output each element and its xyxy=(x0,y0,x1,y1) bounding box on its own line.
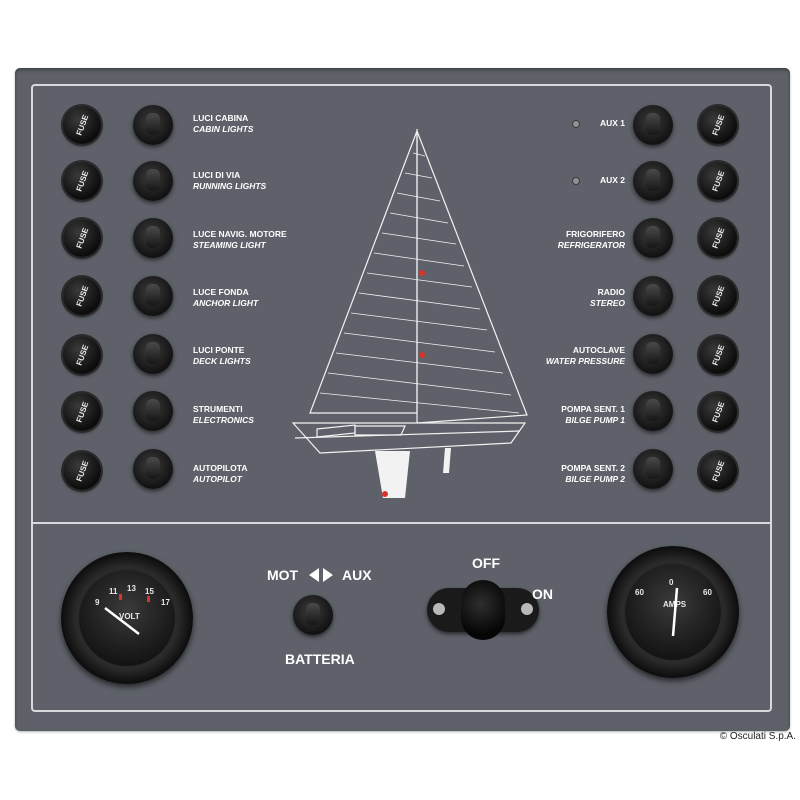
main-switch-knob[interactable] xyxy=(461,580,505,640)
fuse-holder[interactable]: FUSE xyxy=(699,452,737,490)
toggle-switch-aux2[interactable] xyxy=(633,161,673,201)
fuse-holder[interactable]: FUSE xyxy=(63,393,101,431)
ammeter-face xyxy=(625,564,721,660)
label-aux1: AUX 1 xyxy=(599,118,625,128)
fuse-holder[interactable]: FUSE xyxy=(63,162,101,200)
amp-tick-0: 0 xyxy=(669,578,674,587)
volt-tick-11: 11 xyxy=(109,587,118,596)
toggle-switch-running-lights[interactable] xyxy=(133,161,173,201)
fuse-holder[interactable]: FUSE xyxy=(699,277,737,315)
toggle-switch-anchor-light[interactable] xyxy=(133,276,173,316)
screw-icon xyxy=(521,603,533,615)
panel-divider xyxy=(31,522,772,524)
fuse-holder[interactable]: FUSE xyxy=(63,336,101,374)
toggle-switch-steaming-light[interactable] xyxy=(133,218,173,258)
ammeter-needle xyxy=(671,587,679,637)
volt-tick-13: 13 xyxy=(127,584,136,593)
label-aux2: AUX 2 xyxy=(599,175,625,185)
voltmeter-needle xyxy=(104,594,150,635)
volt-tick-17: 17 xyxy=(161,598,170,607)
amp-tick-60: 60 xyxy=(703,588,712,597)
toggle-switch-water-pressure[interactable] xyxy=(633,334,673,374)
ammeter-gauge: 60 0 60 AMPS xyxy=(607,546,739,678)
fuse-holder[interactable]: FUSE xyxy=(699,393,737,431)
amp-tick-neg60: 60 xyxy=(635,588,644,597)
indicator-led-aux2 xyxy=(573,178,579,184)
copyright-text: © Osculati S.p.A. xyxy=(719,731,796,742)
selector-aux-label: AUX xyxy=(342,567,372,583)
volt-tick-15: 15 xyxy=(145,587,154,596)
screw-icon xyxy=(433,603,445,615)
main-switch-off-label: OFF xyxy=(472,555,500,571)
toggle-switch-autopilot[interactable] xyxy=(133,449,173,489)
fuse-holder[interactable]: FUSE xyxy=(63,452,101,490)
toggle-switch-deck-lights[interactable] xyxy=(133,334,173,374)
voltmeter-face xyxy=(79,570,175,666)
battery-selector-switch[interactable] xyxy=(293,595,333,635)
selector-mot-label: MOT xyxy=(267,567,299,583)
toggle-switch-refrigerator[interactable] xyxy=(633,218,673,258)
left-right-arrows-icon xyxy=(309,568,333,582)
fuse-holder[interactable]: FUSE xyxy=(63,277,101,315)
fuse-holder[interactable]: FUSE xyxy=(63,219,101,257)
voltmeter-gauge: 9 11 13 15 17 VOLT xyxy=(61,552,193,684)
toggle-switch-electronics[interactable] xyxy=(133,391,173,431)
fuse-holder[interactable]: FUSE xyxy=(63,106,101,144)
fuse-holder[interactable]: FUSE xyxy=(699,162,737,200)
volt-tick-9: 9 xyxy=(95,598,100,607)
indicator-led-aux1 xyxy=(573,121,579,127)
main-battery-switch[interactable] xyxy=(427,580,539,640)
toggle-switch-cabin-lights[interactable] xyxy=(133,105,173,145)
fuse-holder[interactable]: FUSE xyxy=(699,106,737,144)
toggle-switch-aux1[interactable] xyxy=(633,105,673,145)
panel-frame xyxy=(31,84,772,712)
main-switch-on-label: ON xyxy=(532,586,553,602)
battery-label: BATTERIA xyxy=(285,651,355,667)
toggle-switch-bilge-pump-2[interactable] xyxy=(633,449,673,489)
volt-unit-label: VOLT xyxy=(119,612,140,621)
fuse-holder[interactable]: FUSE xyxy=(699,219,737,257)
sailboat-diagram xyxy=(291,129,528,498)
toggle-switch-bilge-pump-1[interactable] xyxy=(633,391,673,431)
fuse-holder[interactable]: FUSE xyxy=(699,336,737,374)
toggle-switch-radio[interactable] xyxy=(633,276,673,316)
